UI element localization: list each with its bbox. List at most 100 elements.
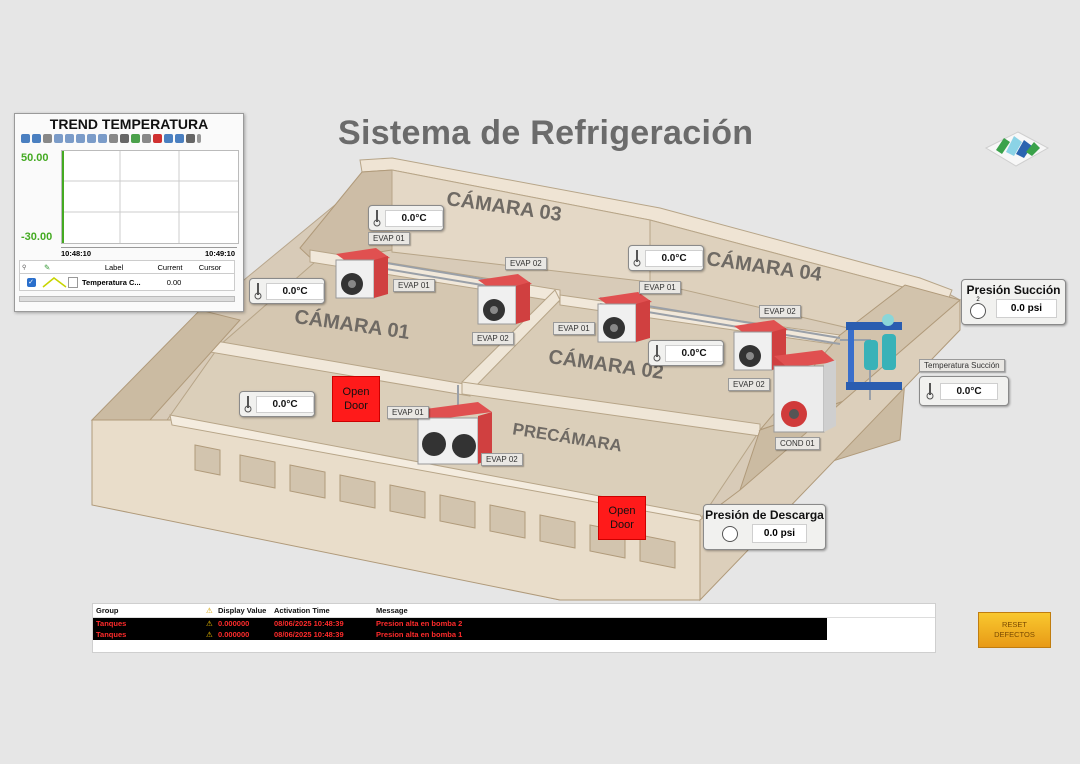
- equip-label-c03-evap01: EVAP 01: [368, 232, 410, 245]
- evaporator-unit-precamara: [417, 402, 492, 465]
- warning-icon: ⚠: [206, 606, 213, 615]
- thermometer-icon: [653, 343, 661, 363]
- trend-x-end: 10:49:10: [205, 249, 236, 258]
- thermometer-icon: [254, 281, 262, 301]
- temp-display-camara04: 0.0°C: [628, 245, 704, 271]
- equip-label-c01-evap01: EVAP 01: [393, 279, 435, 292]
- trend-y-max: 50.00: [21, 152, 49, 164]
- pressure-descarga-panel: Presión de Descarga 0.0 psi: [703, 504, 826, 550]
- pressure-descarga-value: 0.0 psi: [752, 524, 807, 543]
- pen-visibility-icon: ⚲: [22, 264, 27, 271]
- legend-header-current: Current: [157, 262, 183, 272]
- pressure-descarga-title: Presión de Descarga: [705, 508, 824, 522]
- alarm-row[interactable]: Tanques ⚠ 0.000000 08/06/2025 10:48:39 P…: [93, 618, 827, 629]
- equip-label-pre-evap02: EVAP 02: [481, 453, 523, 466]
- alarm-group: Tanques: [96, 630, 127, 639]
- temp-value: 0.0°C: [645, 249, 703, 267]
- alarm-header-group[interactable]: Group: [96, 606, 119, 615]
- thermometer-icon: [244, 394, 252, 414]
- zoom-x-icon[interactable]: [87, 134, 96, 143]
- temp-value: 0.0°C: [266, 282, 324, 300]
- legend-header-label: Label: [104, 262, 124, 272]
- equip-label-c01-evap02: EVAP 02: [472, 332, 514, 345]
- play-icon[interactable]: [21, 134, 30, 143]
- evaporator-unit-c04-01: [597, 292, 652, 343]
- pen-checkbox[interactable]: ✓: [26, 277, 36, 287]
- trend-panel: TREND TEMPERATURA 50.00 -30.00 10:48:10 …: [14, 113, 244, 312]
- zoom-out-icon[interactable]: [65, 134, 74, 143]
- temp-succion-label: Temperatura Succión: [919, 359, 1005, 372]
- compressor-rack: [846, 314, 902, 390]
- thermometer-icon: [633, 248, 641, 268]
- alarm-row[interactable]: Tanques ⚠ 0.000000 08/06/2025 10:48:39 P…: [93, 629, 827, 640]
- zoom-y-icon[interactable]: [98, 134, 107, 143]
- temp-value: 0.0°C: [940, 382, 998, 400]
- temp-display-camara02: 0.0°C: [648, 340, 724, 366]
- legend-scrollbar[interactable]: [19, 296, 235, 302]
- temp-display-camara03: 0.0°C: [368, 205, 444, 231]
- equip-label-pre-evap01: EVAP 01: [387, 406, 429, 419]
- evaporator-unit-c03-02: [477, 274, 532, 325]
- zoom-in-icon[interactable]: [54, 134, 63, 143]
- trend-y-min: -30.00: [21, 231, 53, 243]
- temp-value: 0.0°C: [665, 344, 723, 362]
- temp-display-succion: 0.0°C: [919, 376, 1009, 406]
- alarm-header-activation-time[interactable]: Activation Time: [274, 606, 330, 615]
- trend-toolbar: [15, 132, 243, 145]
- cursor-icon[interactable]: [109, 134, 118, 143]
- print-icon[interactable]: [186, 134, 195, 143]
- pen-icon[interactable]: [131, 134, 140, 143]
- trend-legend: ⚲ ✎ Label Current Cursor ✓ Temperatura C…: [19, 260, 235, 302]
- pen-color-swatch[interactable]: [68, 276, 78, 288]
- condenser-unit: [773, 350, 836, 433]
- trend-plot-area[interactable]: [61, 150, 239, 244]
- alarm-table: Group ⚠ Display Value Activation Time Me…: [92, 603, 936, 653]
- equip-label-c04-evap01: EVAP 01: [639, 281, 681, 294]
- alarm-group: Tanques: [96, 619, 127, 628]
- delete-icon[interactable]: [153, 134, 162, 143]
- thermometer-icon: [924, 381, 936, 401]
- temp-value: 0.0°C: [256, 395, 314, 413]
- equip-label-c03-evap02: EVAP 02: [505, 257, 547, 270]
- page-title: Sistema de Refrigeración: [338, 114, 754, 152]
- alarm-time: 08/06/2025 10:48:39: [274, 630, 344, 639]
- grid-icon[interactable]: [164, 134, 173, 143]
- pen-style-icon: ✎: [44, 262, 51, 272]
- gauge-marker: 2: [976, 297, 980, 303]
- more-icon[interactable]: [197, 134, 201, 143]
- legend-pen-current: 0.00: [166, 277, 182, 287]
- alarm-header-message[interactable]: Message: [376, 606, 408, 615]
- trend-x-axis: [61, 247, 237, 248]
- table-icon[interactable]: [120, 134, 129, 143]
- temp-display-camara01: 0.0°C: [249, 278, 325, 304]
- equip-label-c02-evap01: EVAP 01: [553, 322, 595, 335]
- zoom-box-icon[interactable]: [76, 134, 85, 143]
- equip-label-c02-evap02: EVAP 02: [728, 378, 770, 391]
- alarm-message: Presion alta en bomba 2: [376, 619, 463, 628]
- legend-header-cursor: Cursor: [198, 262, 222, 272]
- evaporator-unit-c03-01: [335, 248, 390, 299]
- equip-label-cond01: COND 01: [775, 437, 820, 450]
- pressure-succion-panel: Presión Succión 2 0.0 psi: [961, 279, 1066, 325]
- pen-line-sample: [42, 277, 67, 288]
- move-icon[interactable]: [142, 134, 151, 143]
- alarm-value: 0.000000: [218, 619, 250, 628]
- legend-row[interactable]: ✓ Temperatura C... 0.00: [19, 274, 235, 291]
- window-icon[interactable]: [175, 134, 184, 143]
- pressure-succion-value: 0.0 psi: [996, 298, 1057, 318]
- gauge-icon: [970, 303, 986, 319]
- thermometer-icon: [373, 208, 381, 228]
- pause-icon[interactable]: [32, 134, 41, 143]
- alarm-header: Group ⚠ Display Value Activation Time Me…: [93, 604, 935, 618]
- trend-grid: [62, 151, 238, 243]
- temp-value: 0.0°C: [385, 209, 443, 227]
- alarm-message: Presion alta en bomba 1: [376, 630, 463, 639]
- alarm-header-display-value[interactable]: Display Value: [218, 606, 267, 615]
- alarm-time: 08/06/2025 10:48:39: [274, 619, 344, 628]
- link-icon[interactable]: [43, 134, 52, 143]
- trend-x-start: 10:48:10: [61, 249, 92, 258]
- legend-pen-label: Temperatura C...: [82, 277, 141, 287]
